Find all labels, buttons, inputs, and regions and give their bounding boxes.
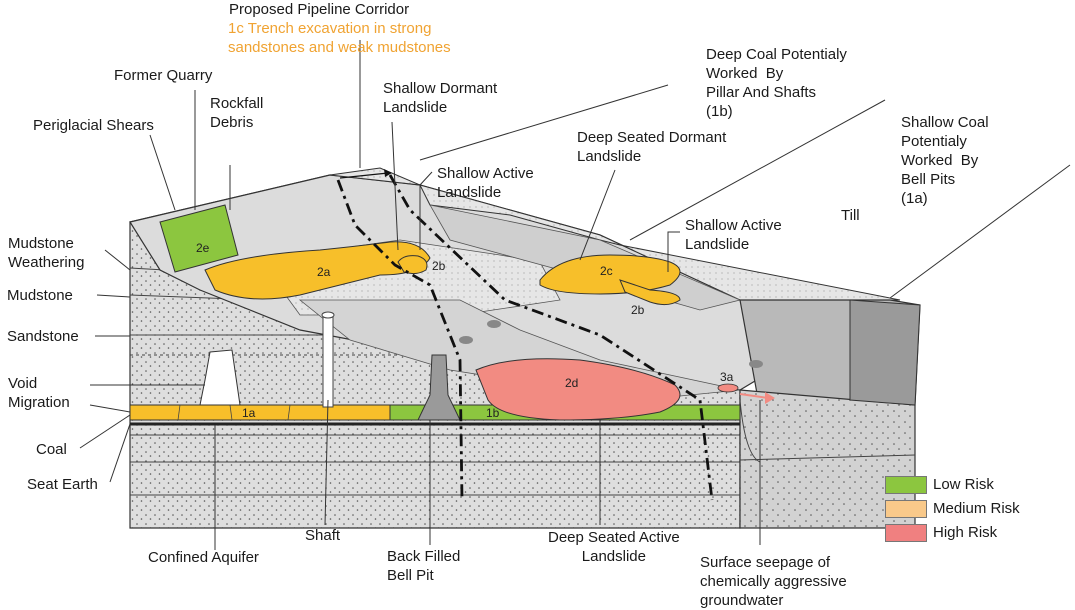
shaft	[321, 311, 335, 408]
zone-label-3a: 3a	[720, 370, 734, 384]
label-seat-earth: Seat Earth	[27, 476, 98, 493]
zone-label-2e: 2e	[196, 241, 210, 255]
label-former-quarry: Former Quarry	[114, 67, 213, 84]
label-rockfall: Rockfall Debris	[210, 95, 264, 131]
zone-2b-top	[397, 255, 428, 275]
zone-label-1b: 1b	[486, 406, 500, 420]
legend-label-medium: Medium Risk	[933, 500, 1020, 517]
seepage-arrowhead	[765, 392, 775, 404]
pipeline-corridor	[336, 174, 714, 501]
seepage-arrow	[739, 393, 769, 399]
corridor-arrow	[339, 172, 389, 179]
label-periglacial: Periglacial Shears	[33, 117, 154, 134]
zone-label-2b-right: 2b	[631, 303, 645, 317]
pebble	[459, 336, 473, 344]
zone-label-2c: 2c	[600, 264, 613, 278]
zone-label-2a: 2a	[317, 265, 331, 279]
legend-label-high: High Risk	[933, 524, 998, 541]
label-coal: Coal	[36, 441, 67, 458]
legend-label-low: Low Risk	[933, 476, 994, 493]
label-deep-coal: Deep Coal Potentialy Worked By Pillar An…	[706, 46, 847, 120]
label-surface-seepage: Surface seepage of chemically aggressive…	[700, 554, 847, 609]
pebble	[749, 360, 763, 368]
zone-2d	[475, 358, 681, 421]
leader-lines	[79, 40, 1071, 550]
label-shallow-dormant: Shallow Dormant Landslide	[383, 80, 498, 116]
label-sandstone: Sandstone	[7, 328, 79, 345]
pebble	[487, 320, 501, 328]
label-trench-line2: sandstones and weak mudstones	[228, 39, 451, 56]
label-shallow-active-2: Shallow Active Landslide	[685, 217, 782, 253]
zone-label-1a: 1a	[242, 406, 256, 420]
zone-label-2b-top: 2b	[432, 259, 446, 273]
zone-2b-right	[619, 279, 681, 306]
legend: Low Risk Medium Risk High Risk	[885, 476, 1070, 546]
zone-2e	[159, 204, 239, 273]
label-mudstone-weathering: Mudstone Weathering	[8, 235, 85, 271]
label-shallow-active-1: Shallow Active Landslide	[437, 165, 534, 201]
label-deep-seated-dormant: Deep Seated Dormant Landslide	[577, 129, 727, 165]
zone-2c	[539, 254, 681, 295]
zone-2a	[204, 241, 431, 300]
label-void-migration: Void Migration	[8, 375, 70, 411]
label-proposed-corridor: Proposed Pipeline Corridor	[229, 1, 410, 18]
legend-swatch-medium	[885, 500, 927, 518]
legend-swatch-high	[885, 524, 927, 542]
corridor-arrowhead	[384, 169, 392, 177]
label-shaft: Shaft	[305, 527, 341, 544]
legend-swatch-low	[885, 476, 927, 494]
zone-3a	[717, 383, 739, 393]
label-till: Till	[841, 207, 860, 224]
label-back-filled: Back Filled Bell Pit	[387, 548, 461, 584]
label-mudstone: Mudstone	[7, 287, 73, 304]
label-shallow-coal: Shallow Coal Potentialy Worked By Bell P…	[901, 114, 989, 207]
right-block	[739, 299, 921, 529]
label-trench-line1: 1c Trench excavation in strong	[228, 20, 432, 37]
zone-label-2d: 2d	[565, 376, 578, 390]
label-confined-aquifer: Confined Aquifer	[148, 549, 259, 566]
void-migration-shape	[199, 349, 241, 406]
label-deep-seated-active: Deep Seated Active Landslide	[548, 529, 680, 565]
